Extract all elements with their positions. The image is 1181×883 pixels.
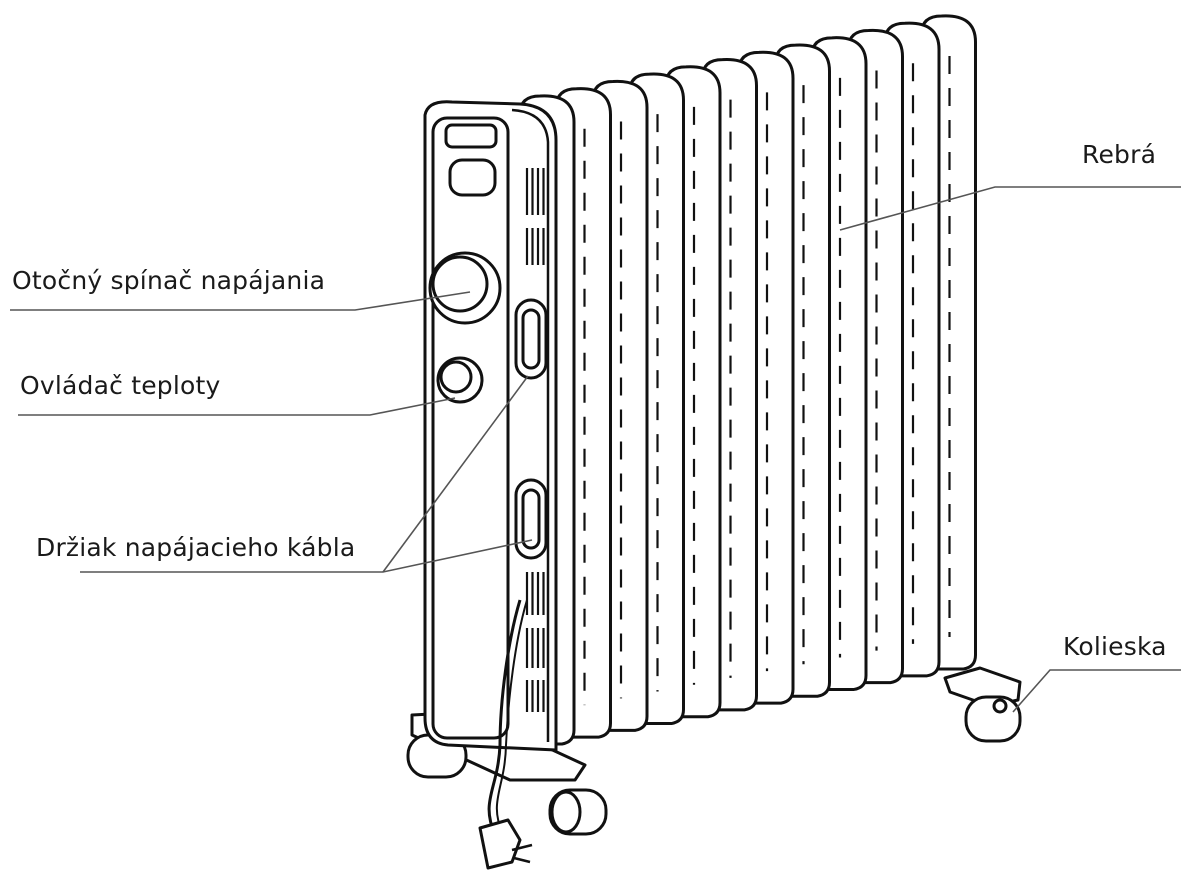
power-switch-cap bbox=[431, 255, 489, 313]
leader-fins bbox=[839, 186, 1181, 231]
handle-slot bbox=[444, 123, 498, 149]
label-thermostat: Ovládač teploty bbox=[20, 371, 221, 400]
radiator-fins bbox=[518, 14, 977, 746]
housing-edge bbox=[511, 108, 550, 742]
cord-wire bbox=[487, 599, 522, 836]
leader-wheels bbox=[1012, 669, 1181, 713]
thermostat-cap bbox=[439, 360, 473, 394]
label-wheels: Kolieska bbox=[1063, 632, 1167, 661]
label-fins: Rebrá bbox=[1082, 140, 1157, 169]
plug bbox=[478, 818, 522, 870]
wheel-hub bbox=[550, 790, 582, 834]
leader-thermostat bbox=[18, 397, 456, 416]
cord-wire bbox=[495, 599, 528, 836]
leader-cord-holder-top bbox=[382, 375, 529, 573]
power-cord bbox=[478, 599, 533, 870]
front-face bbox=[431, 116, 510, 740]
label-cord-holder: Držiak napájacieho kábla bbox=[36, 533, 356, 562]
plug-pin bbox=[513, 856, 531, 864]
cord-holder-bottom-inner bbox=[521, 488, 541, 550]
label-power-switch: Otočný spínač napájania bbox=[12, 266, 326, 295]
leader-lines bbox=[10, 186, 1181, 713]
cord-holder-top-inner bbox=[521, 308, 541, 370]
indicator-window bbox=[448, 158, 497, 197]
leader-power-switch bbox=[10, 291, 471, 311]
plug-pin bbox=[511, 843, 533, 852]
wheel-axle bbox=[992, 698, 1008, 714]
